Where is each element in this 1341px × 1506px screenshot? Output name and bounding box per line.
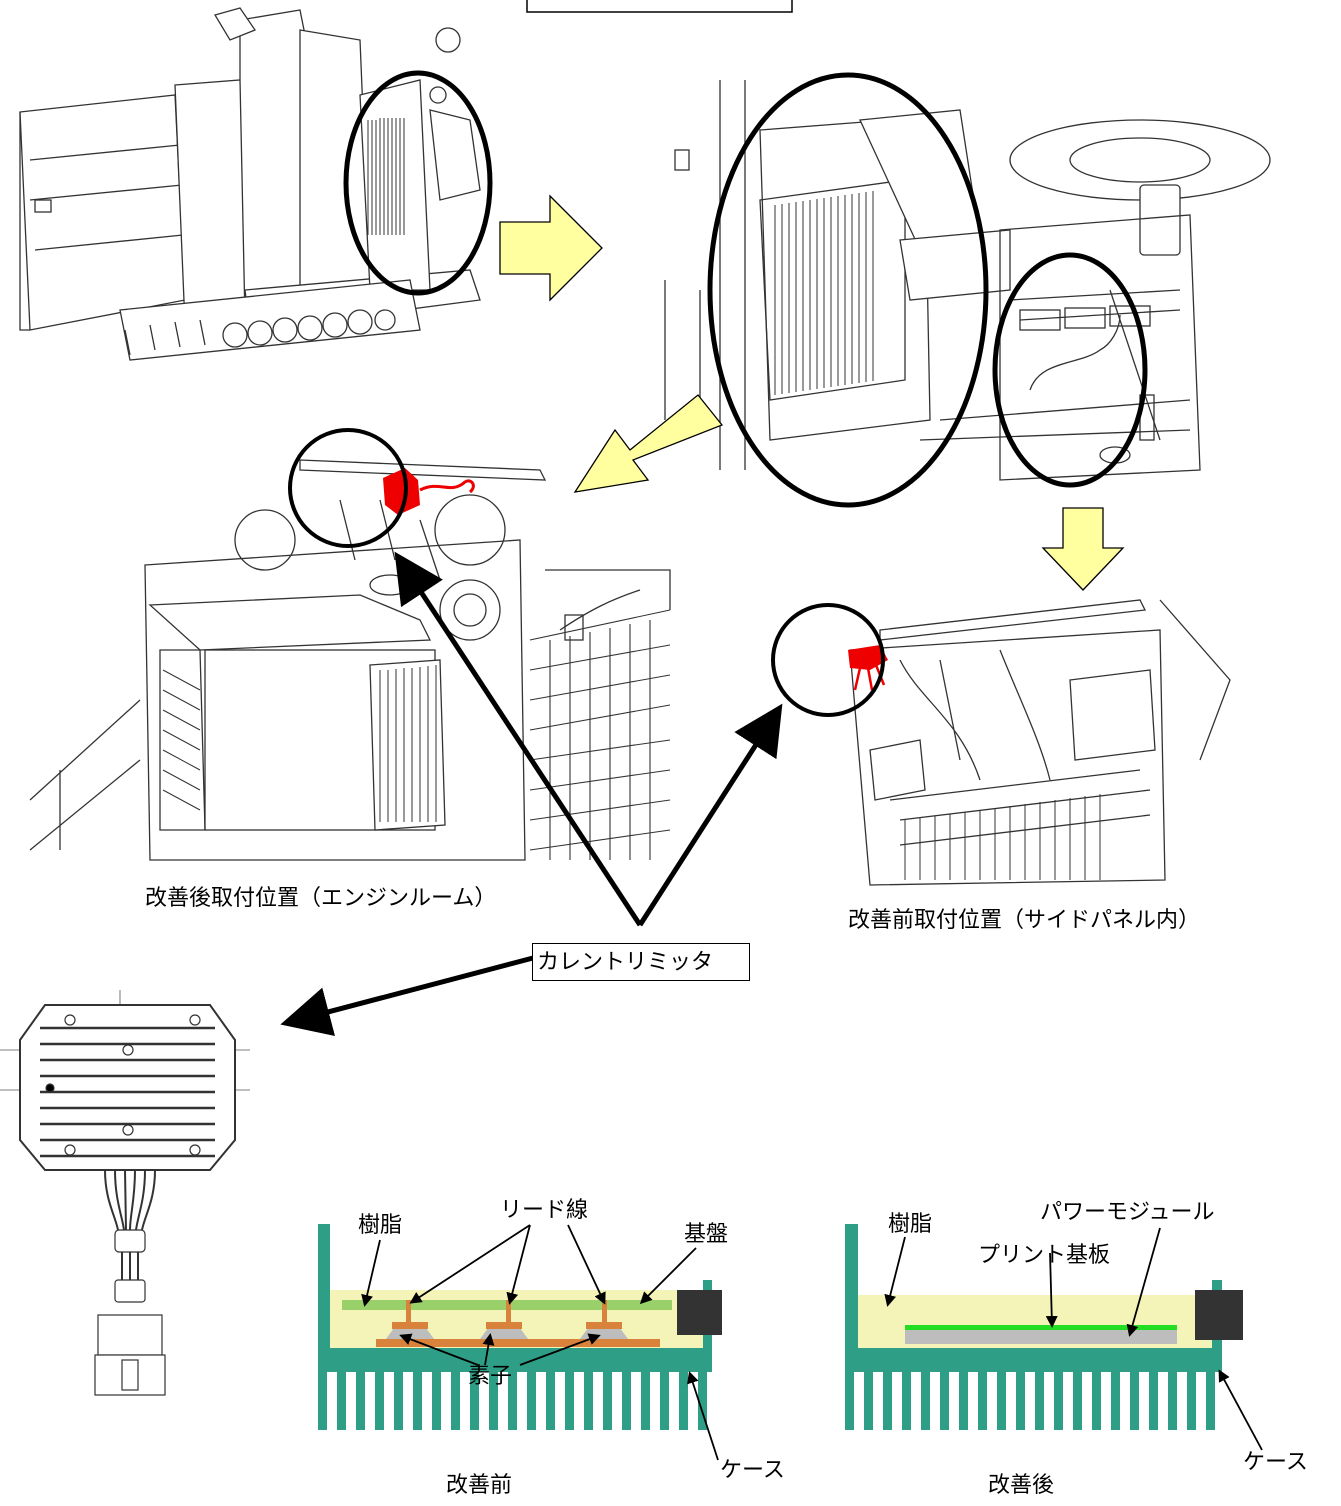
arrow-right-yellow: [499, 194, 603, 302]
label-leaders: [361, 1224, 1263, 1461]
label-resin-before: 樹脂: [358, 1213, 403, 1238]
callout-arrow-to-engine-room: [394, 551, 643, 927]
printed-board-after: [905, 1325, 1177, 1330]
side-panel-highlight-ellipse: [992, 252, 1148, 488]
current-limiter-part-drawing: [0, 990, 250, 1396]
label-resin-after: 樹脂: [888, 1212, 933, 1237]
case-after: [845, 1224, 1222, 1372]
current-limiter-callout: カレントリミッタ: [532, 943, 750, 981]
engine-area-highlight-ellipse: [343, 70, 493, 296]
title-box: [526, 0, 793, 13]
combine-harvester-illustration: [19, 7, 481, 361]
arrow-down-left-yellow: [573, 394, 724, 493]
copper-base-before: [376, 1339, 660, 1347]
side-panel-illustration: [849, 599, 1231, 886]
heatsink-fins-after: [845, 1372, 1215, 1430]
power-module-after: [905, 1330, 1177, 1344]
label-case-before: ケース: [720, 1458, 785, 1483]
label-element: 素子: [468, 1364, 513, 1389]
label-printed-board: プリント基板: [978, 1243, 1111, 1268]
caption-after: 改善後: [988, 1473, 1055, 1498]
caption-before: 改善前: [446, 1473, 513, 1498]
callout-arrow-to-side-panel: [637, 703, 783, 927]
radiator-highlight-ellipse: [707, 72, 989, 508]
label-power-module: パワーモジュール: [1040, 1200, 1215, 1225]
label-board: 基盤: [684, 1222, 729, 1247]
after-location-caption: 改善後取付位置（エンジンルーム）: [145, 886, 497, 911]
operator-area-illustration: [664, 80, 1271, 481]
before-location-caption: 改善前取付位置（サイドパネル内）: [848, 908, 1201, 933]
label-lead-wire: リード線: [500, 1198, 589, 1223]
engine-room-illustration: [29, 459, 671, 861]
cross-section-before: [318, 1224, 722, 1430]
label-case-after: ケース: [1243, 1450, 1308, 1475]
case-before: [318, 1224, 712, 1372]
side-panel-highlight-circle: [771, 603, 885, 717]
engine-room-highlight-circle: [288, 428, 408, 548]
arrow-down-yellow: [1041, 507, 1125, 591]
connector-after: [1195, 1290, 1243, 1340]
current-limiter-red-marker-after: [383, 468, 475, 515]
connector-before: [677, 1290, 722, 1335]
callout-arrow-to-limiter-part: [280, 955, 534, 1036]
heatsink-fins-before: [318, 1372, 707, 1430]
callout-arrows: [280, 551, 783, 1036]
cross-section-after: [845, 1224, 1243, 1430]
